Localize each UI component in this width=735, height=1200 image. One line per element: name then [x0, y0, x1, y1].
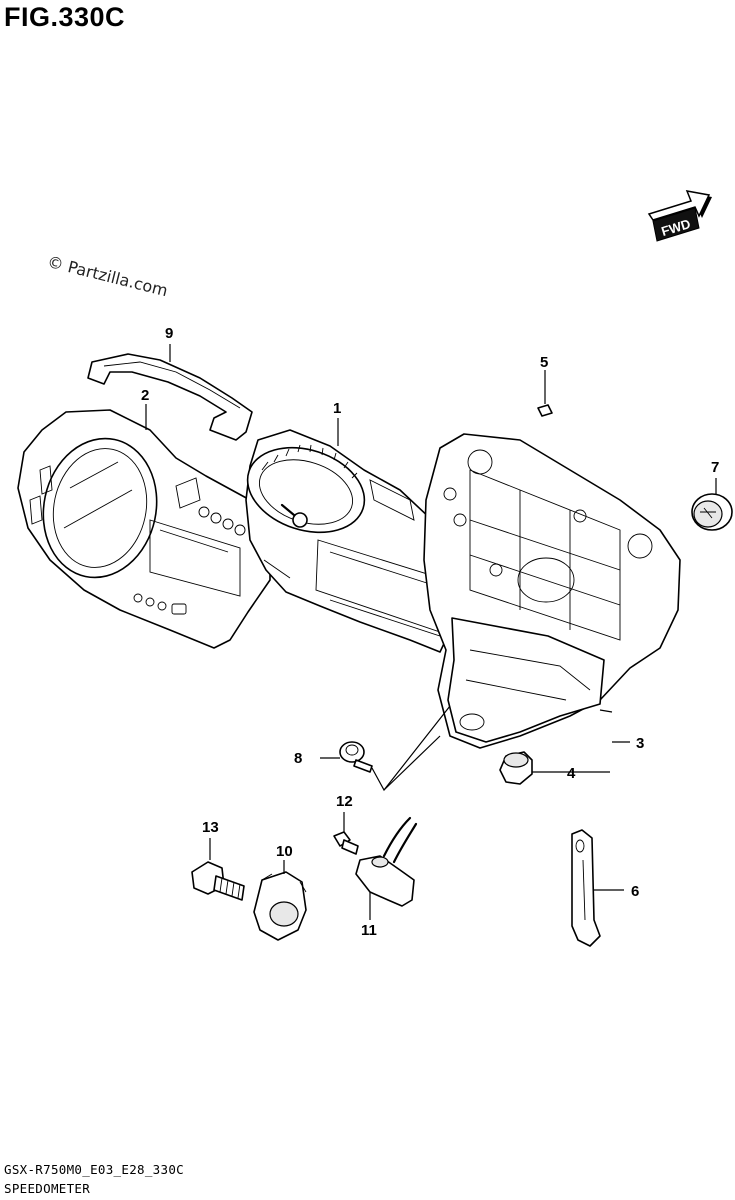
callout-5: 5: [540, 354, 548, 371]
part-1-gauge-unit: [245, 429, 461, 653]
figure-title: FIG.330C: [4, 2, 126, 32]
part-6-strap: [571, 829, 624, 947]
callout-10: 10: [276, 843, 293, 860]
model-code: GSX-R750M0_E03_E28_330C: [4, 1162, 184, 1177]
part-9-gasket: [87, 353, 253, 441]
part-10-mount: [253, 860, 307, 941]
callout-13: 13: [202, 819, 219, 836]
section-name: SPEEDOMETER: [4, 1181, 91, 1196]
callout-9: 9: [165, 325, 173, 342]
callout-12: 12: [336, 793, 353, 810]
part-2-meter-cover: [17, 409, 271, 649]
callout-3: 3: [636, 735, 644, 752]
part-5-screw: [537, 370, 553, 417]
part-11-speed-sensor: [355, 816, 418, 920]
part-7-cap: [691, 493, 733, 531]
part-8-bolt: [320, 705, 451, 792]
fwd-arrow-icon: FWD: [647, 190, 712, 242]
callout-2: 2: [141, 387, 149, 404]
callout-6: 6: [631, 883, 639, 900]
part-12-screw: [333, 812, 359, 855]
callout-4: 4: [567, 765, 576, 782]
part-3-meter-case: [423, 433, 681, 749]
callout-7: 7: [711, 459, 719, 476]
part-13-bolt: [191, 838, 245, 901]
callout-1: 1: [333, 400, 341, 417]
callout-8: 8: [294, 750, 302, 767]
part-4-grommet: [499, 751, 533, 785]
callout-11: 11: [361, 922, 377, 939]
